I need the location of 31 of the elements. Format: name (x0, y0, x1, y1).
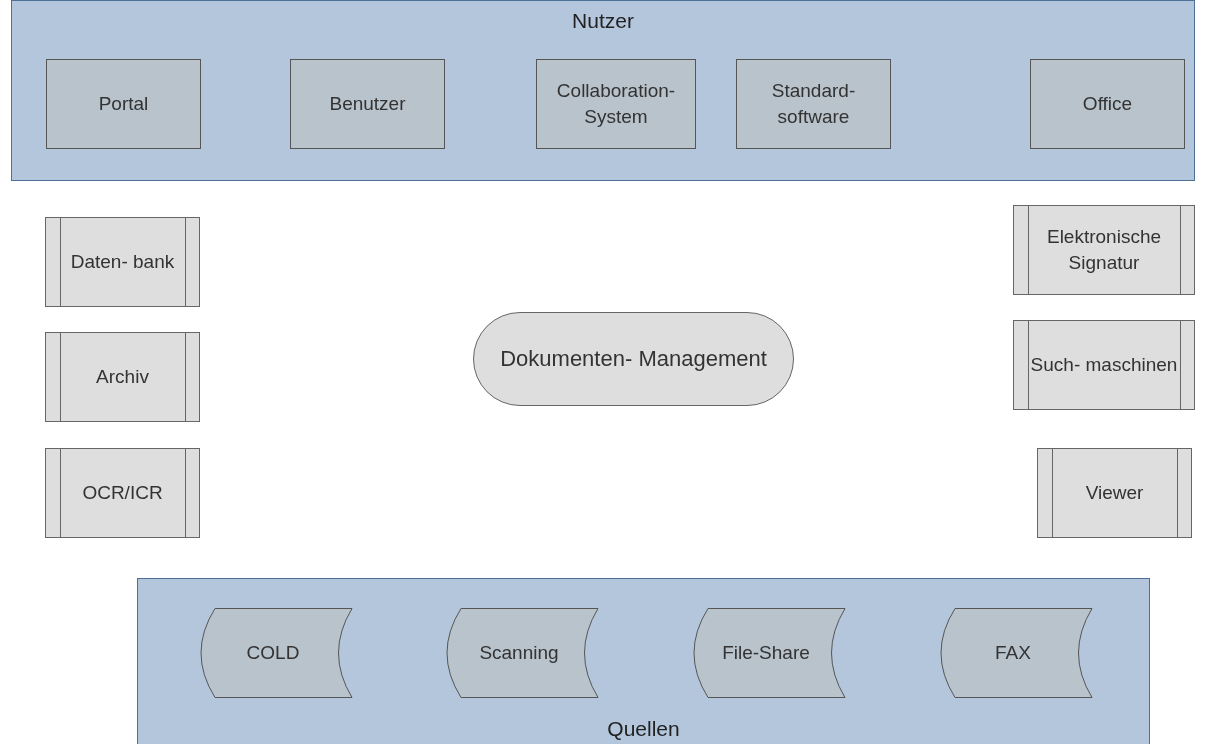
process-box (736, 59, 891, 149)
node-label: Archiv (95, 365, 150, 390)
group-panel (11, 0, 1195, 181)
subprocess-box (1037, 448, 1192, 538)
node-label: Such- maschinen (1029, 353, 1179, 378)
group-panel (137, 578, 1150, 744)
node-label: Viewer (1084, 481, 1145, 506)
group-title: Quellen (606, 715, 681, 742)
group-title: Nutzer (571, 8, 635, 34)
node-label: Portal (97, 92, 150, 117)
process-box (290, 59, 445, 149)
node-label: Standard- software (770, 79, 857, 129)
node-label: Office (1081, 92, 1134, 117)
node-label: Daten- bank (69, 250, 176, 275)
process-box (46, 59, 201, 149)
node-label: Dokumenten- Management (499, 345, 768, 374)
process-box (1030, 59, 1185, 149)
node-label: OCR/ICR (81, 481, 164, 506)
subprocess-box (1013, 320, 1195, 410)
subprocess-box (45, 448, 200, 538)
node-label: Collaboration- System (555, 79, 677, 129)
process-box (536, 59, 696, 149)
node-label: File-Share (721, 641, 811, 666)
node-label: Benutzer (328, 92, 407, 117)
node-label: COLD (245, 641, 301, 666)
subprocess-box (1013, 205, 1195, 295)
subprocess-box (45, 217, 200, 307)
subprocess-box (45, 332, 200, 422)
node-label: FAX (994, 641, 1032, 666)
node-label: Elektronische Signatur (1045, 225, 1163, 275)
node-label: Scanning (478, 641, 560, 666)
